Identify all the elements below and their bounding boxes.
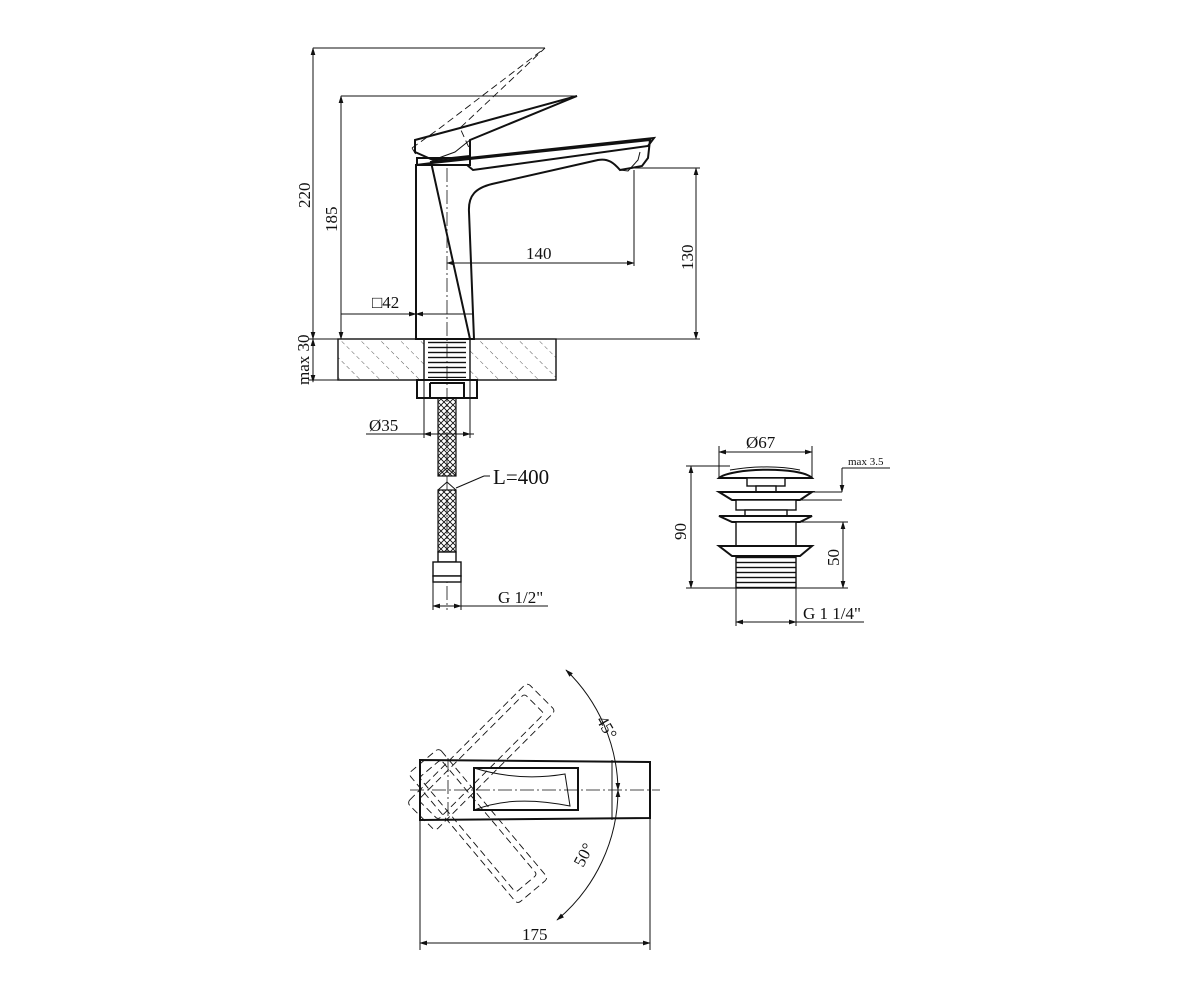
lever-cartridge	[416, 157, 471, 166]
lever-top-rotated-down	[409, 749, 547, 903]
lever-handle	[414, 95, 578, 162]
spout-height-label: 185	[322, 207, 341, 233]
hose-thread-label: G 1/2"	[498, 588, 543, 607]
drain-flange	[715, 491, 816, 501]
drain-side-view: Ø67 max 3.5 90 50 G 1 1/4"	[671, 433, 890, 626]
drain-clearance-label: max 3.5	[848, 456, 884, 468]
hose-lower	[437, 489, 457, 553]
faucet-side-view: 220 185 140 130 □42 max 30 Ø35 L=400 G 1…	[294, 47, 700, 610]
angle-arc-up	[565, 669, 621, 791]
body-square-label: □42	[372, 293, 399, 312]
total-height-label: 220	[295, 183, 314, 209]
drain-thread-label: G 1 1/4"	[803, 604, 861, 623]
drain-thread-length-label: 50	[824, 549, 843, 566]
lever-top-rotated-up	[408, 683, 555, 830]
outlet-height-label: 130	[678, 245, 697, 271]
hose-nut	[432, 561, 462, 577]
faucet-top-view: 45° 50° 175	[408, 669, 660, 950]
drain-locknut	[716, 545, 815, 557]
lever-raised-position	[411, 47, 546, 159]
angle-arc-down	[556, 789, 621, 921]
drain-diameter-label: Ø67	[746, 433, 776, 452]
thread-diameter-label: Ø35	[369, 416, 398, 435]
lever-angle-up-label: 45°	[593, 713, 621, 743]
faucet-spout	[415, 138, 652, 340]
drain-thread	[735, 555, 797, 589]
overall-length-label: 175	[522, 925, 548, 944]
drain-cap	[716, 468, 815, 479]
spout-reach-label: 140	[526, 244, 552, 263]
hose-ferrule	[437, 551, 457, 563]
hose-upper	[437, 397, 457, 477]
mounting-nut	[416, 379, 478, 399]
drain-height-label: 90	[671, 523, 690, 540]
lever-angle-down-label: 50°	[570, 840, 598, 870]
mount-thickness-label: max 30	[294, 334, 313, 385]
hose-length-label: L=400	[493, 465, 549, 489]
